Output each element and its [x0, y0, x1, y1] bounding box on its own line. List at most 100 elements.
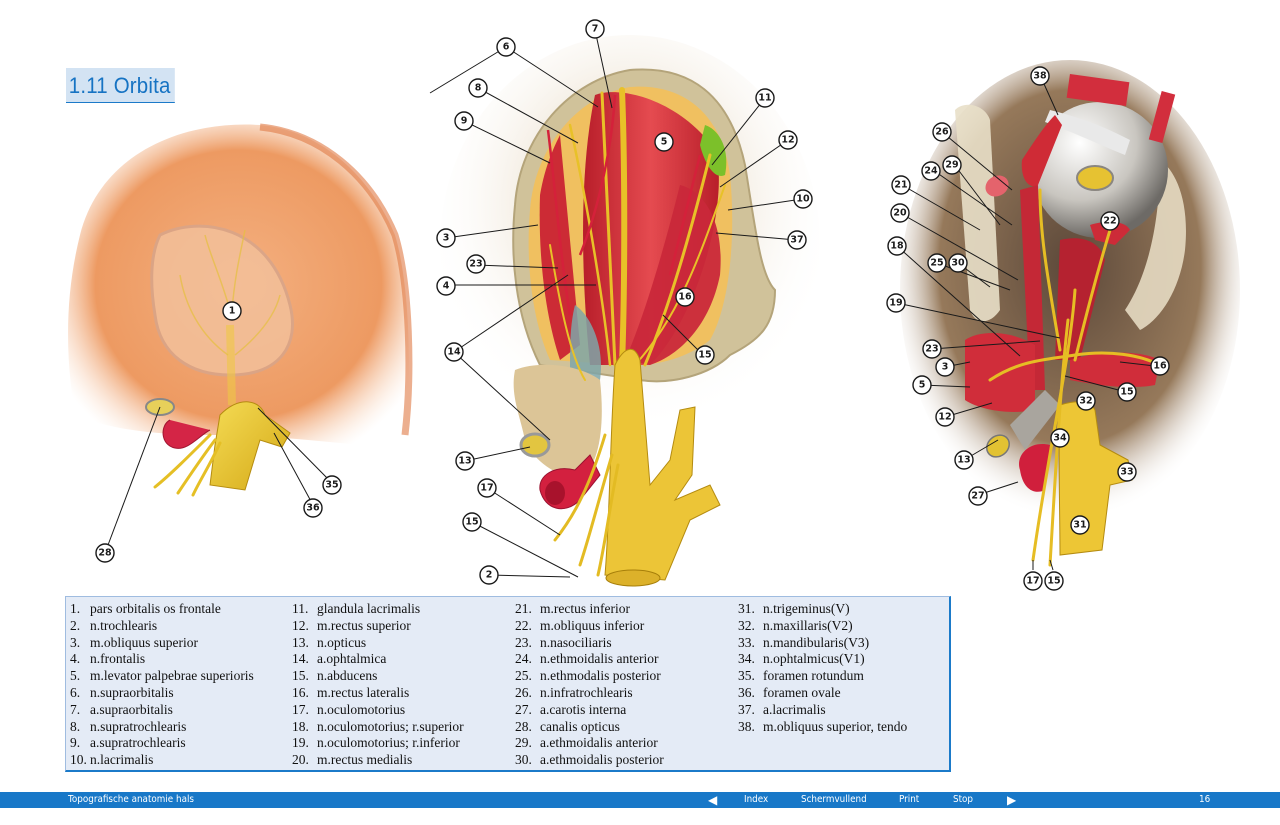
skull-orbit-svg: 1 28 35 36: [68, 123, 413, 563]
rectus-superior: [625, 185, 721, 365]
svg-text:6: 6: [503, 42, 510, 53]
callout-22: 22: [1100, 211, 1120, 231]
legend-item: 34.n.ophtalmicus(V1): [738, 651, 907, 668]
legend-item-label: n.ethmodalis posterior: [540, 668, 661, 684]
legend-item-number: 10.: [70, 752, 87, 768]
obliquus-superior: [1021, 115, 1062, 187]
legend-item-number: 5.: [70, 668, 81, 684]
callout-24: 24: [921, 161, 941, 181]
legend-item-number: 1.: [70, 601, 81, 616]
legend-item-number: 15.: [292, 668, 309, 684]
callout-29: 29: [942, 155, 962, 175]
legend-item-number: 31.: [738, 601, 755, 616]
optic-nerve: [226, 324, 236, 406]
legend-item-number: 35.: [738, 668, 755, 684]
legend-item-number: 30.: [515, 752, 532, 768]
legend-item-label: n.oculomotorius; r.superior: [317, 718, 464, 734]
legend-item-label: m.rectus superior: [317, 617, 411, 633]
svg-text:14: 14: [447, 347, 461, 358]
svg-text:12: 12: [781, 135, 794, 146]
legend-item: 26.n.infratrochlearis: [515, 685, 664, 702]
legend-item: 17.n.oculomotorius: [292, 702, 464, 719]
svg-text:31: 31: [1073, 520, 1086, 531]
callout-27: 27: [968, 486, 988, 506]
legend-item-label: n.supraorbitalis: [90, 684, 174, 700]
callout-38: 38: [1030, 66, 1050, 86]
svg-text:37: 37: [790, 235, 803, 246]
legend-item-label: a.carotis interna: [540, 701, 627, 717]
svg-text:28: 28: [98, 548, 112, 559]
callout-28: 28: [95, 543, 115, 563]
callout-7: 7: [585, 19, 605, 39]
legend-item-label: n.lacrimalis: [90, 752, 154, 768]
legend-item: 1.pars orbitalis os frontale: [70, 601, 254, 618]
legend-item: 27. a.carotis interna: [515, 702, 664, 719]
fullscreen-link[interactable]: Schermvullend: [801, 794, 867, 805]
page-number: 16: [1199, 794, 1211, 805]
svg-text:4: 4: [443, 281, 450, 292]
callout-15: 15: [695, 345, 715, 365]
legend-item-label: n.oculomotorius: [317, 701, 406, 717]
next-page-icon[interactable]: ▶: [1007, 793, 1017, 807]
svg-text:12: 12: [938, 412, 951, 423]
legend-item: 32.n.maxillaris(V2): [738, 618, 907, 635]
legend-item-label: m.rectus medialis: [317, 752, 413, 768]
prev-page-icon[interactable]: ◀: [708, 793, 718, 807]
svg-text:29: 29: [945, 160, 958, 171]
legend-item-label: n.infratrochlearis: [540, 684, 633, 700]
legend-item-number: 9.: [70, 735, 81, 751]
index-link[interactable]: Index: [744, 794, 769, 805]
legend-item-label: n.abducens: [317, 668, 378, 684]
callout-33: 33: [1117, 462, 1137, 482]
legend-item: 13.n.opticus: [292, 635, 464, 652]
legend-item-number: 25.: [515, 668, 532, 684]
legend-item: 14.a.ophtalmica: [292, 651, 464, 668]
print-link[interactable]: Print: [899, 794, 920, 805]
svg-text:9: 9: [461, 116, 468, 127]
bone-right: [1125, 160, 1186, 330]
legend-item-label: n.maxillaris(V2): [763, 617, 853, 633]
orbit-lateral-illustration: 38 26 29 24 21 22 20 18 25 30 19 23 3 16…: [870, 60, 1270, 600]
callout-8: 8: [468, 78, 488, 98]
leaders-fig1: [104, 406, 333, 554]
callout-9: 9: [454, 111, 474, 131]
callout-16: 16: [675, 287, 695, 307]
stop-link[interactable]: Stop: [953, 794, 974, 805]
legend-item-label: n.opticus: [317, 634, 367, 650]
svg-text:27: 27: [971, 491, 984, 502]
bone-left: [955, 104, 1000, 322]
svg-text:13: 13: [957, 455, 970, 466]
page-title: 1.11 Orbita: [66, 68, 175, 103]
legend-item: 33.n.mandibularis(V3): [738, 635, 907, 652]
svg-text:13: 13: [458, 456, 471, 467]
legend-item-number: 34.: [738, 651, 755, 667]
callout-11: 11: [755, 88, 775, 108]
legend-item: 6.n.supraorbitalis: [70, 685, 254, 702]
legend-item-label: m.levator palpebrae superioris: [90, 668, 254, 684]
legend-item: 25. n.ethmodalis posterior: [515, 668, 664, 685]
trigeminal-nerve: [209, 401, 291, 491]
legend-item-number: 2.: [70, 617, 81, 633]
legend-item-number: 3.: [70, 634, 81, 650]
legend-item: 7.a.supraorbitalis: [70, 702, 254, 719]
optic-nerve: [1010, 390, 1060, 450]
callout-12: 12: [778, 130, 798, 150]
legend-item-label: a.ethmoidalis posterior: [540, 752, 664, 768]
svg-text:23: 23: [925, 344, 938, 355]
svg-text:15: 15: [1120, 387, 1133, 398]
legend-item: 16.m.rectus lateralis: [292, 685, 464, 702]
legend-item-label: n.oculomotorius; r.inferior: [317, 735, 460, 751]
callout-25: 25: [927, 253, 947, 273]
legend-item-label: n.ethmoidalis anterior: [540, 651, 659, 667]
svg-text:2: 2: [486, 570, 493, 581]
legend-item-number: 27.: [515, 701, 532, 717]
legend-item-label: foramen ovale: [763, 684, 841, 700]
legend-item-label: m.obliquus superior, tendo: [763, 718, 908, 734]
callout-19: 19: [886, 293, 906, 313]
svg-text:33: 33: [1120, 467, 1133, 478]
callout-3: 3: [935, 357, 955, 377]
legend-item: 15. n.abducens: [292, 668, 464, 685]
legend-item-label: a.ethmoidalis anterior: [540, 735, 658, 751]
legend-item: 22.m.obliquus inferior: [515, 618, 664, 635]
